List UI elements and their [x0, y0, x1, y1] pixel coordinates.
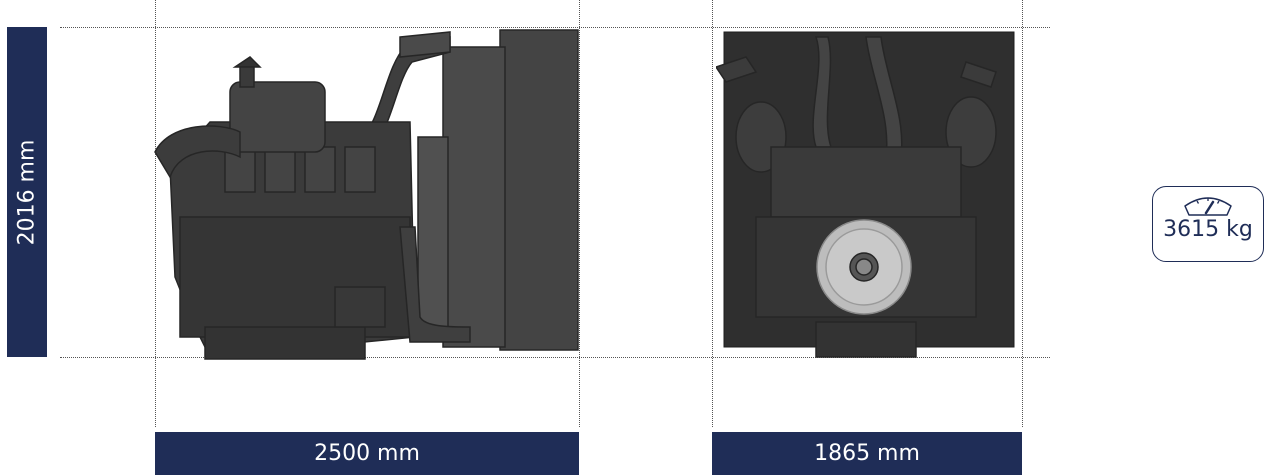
guide-line-right-front	[1022, 0, 1023, 427]
height-dimension-bar: 2016 mm	[7, 27, 47, 357]
guide-line-right-side	[579, 0, 580, 427]
guide-line-top	[60, 27, 1050, 28]
height-dimension-label: 2016 mm	[14, 139, 40, 245]
guide-line-left-side	[155, 0, 156, 427]
weight-value: 3615 kg	[1163, 217, 1253, 242]
engine-side-view	[154, 29, 579, 360]
length-dimension-bar: 2500 mm	[155, 432, 579, 475]
length-dimension-label: 2500 mm	[314, 441, 420, 466]
scale-gauge-icon	[1184, 197, 1232, 216]
guide-line-bottom	[60, 357, 1050, 358]
weight-badge: 3615 kg	[1152, 186, 1264, 262]
guide-line-left-front	[712, 0, 713, 427]
engine-front-view	[716, 31, 1015, 358]
width-dimension-label: 1865 mm	[814, 441, 920, 466]
width-dimension-bar: 1865 mm	[712, 432, 1022, 475]
